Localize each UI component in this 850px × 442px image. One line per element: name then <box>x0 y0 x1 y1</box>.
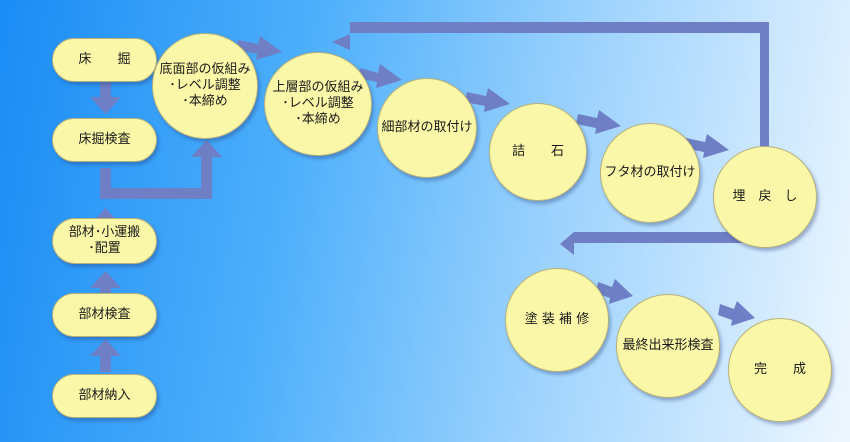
step-umemodoshi: 埋 戻 し <box>713 146 817 248</box>
step-buzai-unpan: 部材･小運搬 ･配置 <box>52 218 157 264</box>
step-futa-toritsuke: フタ材の取付け <box>600 123 700 223</box>
arrow-tsumeishi-to-futa <box>576 110 621 134</box>
arrow-futa-to-ume <box>684 134 729 158</box>
arrow-hansou-to-kensa <box>90 271 121 304</box>
step-yukahori-kensa: 床掘検査 <box>52 118 157 162</box>
step-buzai-nyuu: 部材納入 <box>52 374 157 418</box>
step-tsumeishi: 詰 石 <box>489 103 587 201</box>
step-tosou-hoshuu: 塗 装 補 修 <box>505 268 609 372</box>
step-buzai-kensa: 部材検査 <box>52 293 157 337</box>
arrow-nyuu-to-kensa <box>90 339 121 372</box>
arrow-saibu-to-tsumeishi <box>465 88 510 112</box>
step-saishuu-kensa: 最終出来形検査 <box>616 294 720 398</box>
step-saibu-toritsuke: 細部材の取付け <box>377 78 477 178</box>
arrow-saishuu-to-kansei <box>718 301 755 326</box>
arrow-yukahori-to-kensa <box>90 80 121 114</box>
arrow-jousou-to-saibu <box>358 64 402 88</box>
step-yukahori: 床 掘 <box>52 38 157 82</box>
step-kansei: 完 成 <box>728 318 832 422</box>
arrow-tosou-to-saishuu <box>596 279 633 304</box>
step-jousou-kumi: 上層部の仮組み ･レベル調整 ･本締め <box>264 52 372 156</box>
arrow-ume-to-tosou <box>560 232 762 255</box>
arrow-teimen-to-jousou <box>237 36 282 60</box>
step-teimen-kumi: 底面部の仮組み ･レベル調整 ･本締め <box>152 33 258 139</box>
arrow-to-teimen <box>100 140 222 199</box>
